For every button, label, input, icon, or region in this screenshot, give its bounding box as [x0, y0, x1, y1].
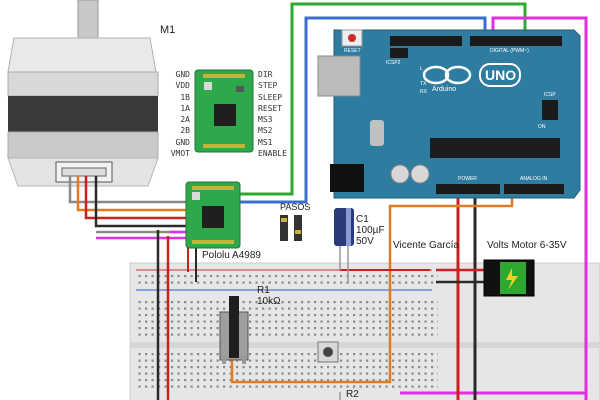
driver-board: [185, 181, 241, 249]
author-label: Vicente García: [393, 240, 459, 251]
icsp-label: ICSP: [544, 92, 556, 98]
digital-label: DIGITAL (PWM~): [490, 48, 529, 54]
capacitor-name: C1: [356, 214, 369, 225]
potentiometer-name: R1: [257, 285, 270, 296]
pin-label: MS3: [258, 115, 273, 125]
step-wire-green: [228, 2, 527, 196]
l-label: L: [420, 66, 423, 72]
reset-label: RESET: [344, 48, 361, 54]
motor-wire-orange: [76, 176, 186, 212]
driver-pins-left: GND VDD 1B 1A 2A 2B GND VMOT: [156, 69, 190, 159]
pin-label: 1A: [180, 103, 190, 113]
motor-label: M1: [160, 24, 176, 36]
resistor-label: R2: [346, 389, 359, 400]
pin-label: GND: [175, 137, 190, 147]
pin-label: MS2: [258, 126, 273, 136]
brand-label: Arduino: [432, 86, 457, 93]
push-button: [317, 341, 339, 363]
pin-label: DIR: [258, 70, 273, 79]
pin-label: 1B: [180, 92, 190, 102]
capacitor-label: C1 100µF 50V: [356, 214, 385, 247]
uno-label: UNO: [485, 67, 517, 83]
on-label: ON: [538, 124, 546, 130]
pin-label: VMOT: [170, 149, 190, 159]
driver-module-icon: [194, 69, 254, 153]
rx-label: RX: [420, 89, 427, 95]
motor-wire-red: [84, 176, 186, 220]
pin-label: SLEEP: [258, 92, 283, 102]
stepper-motor: [7, 0, 159, 187]
pin-label: VDD: [175, 81, 190, 91]
pin-label: ENABLE: [258, 149, 287, 159]
potentiometer: [219, 296, 249, 364]
pasos-header: [280, 215, 302, 241]
power-jack: [483, 259, 535, 297]
dir-wire-blue: [236, 16, 487, 204]
tx-label: TX: [420, 81, 427, 87]
icsp2-label: ICSP2: [386, 60, 401, 66]
pasos-label: PASOS: [280, 202, 311, 212]
motor-wire-gray: [68, 176, 186, 204]
driver-pins-right: DIR STEP SLEEP RESET MS3 MS2 MS1 ENABLE: [258, 69, 287, 159]
analog-wire-orange: [230, 196, 514, 384]
pin-label: 2A: [180, 115, 190, 125]
power-supply-label: Volts Motor 6-35V: [487, 240, 567, 251]
capacitor: [334, 208, 354, 282]
potentiometer-label: R1 10kΩ: [257, 285, 281, 307]
pin-label: RESET: [258, 103, 283, 113]
wire-magenta-long: [491, 16, 588, 400]
pin-label: 2B: [180, 126, 190, 136]
power-label: POWER: [458, 176, 477, 182]
pin-label: GND: [175, 70, 190, 79]
potentiometer-value: 10kΩ: [257, 296, 281, 307]
motor-wire-black: [94, 176, 186, 228]
capacitor-value: 100µF: [356, 225, 385, 236]
driver-name-label: Pololu A4989: [202, 250, 261, 261]
analog-label: ANALOG IN: [520, 176, 548, 182]
capacitor-voltage: 50V: [356, 236, 374, 247]
arduino-uno-board: [317, 29, 581, 199]
pin-label: STEP: [258, 81, 278, 91]
pin-label: MS1: [258, 137, 273, 147]
